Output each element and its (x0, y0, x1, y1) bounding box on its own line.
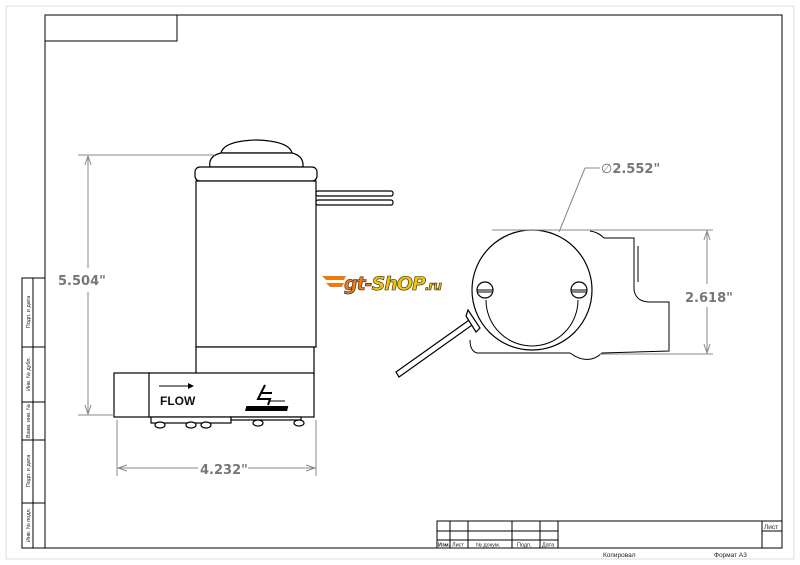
height-dimension: 5.504" (58, 154, 215, 416)
pump-dome (220, 139, 293, 154)
foot (185, 421, 197, 429)
strip-label: Инв. № подл. (26, 507, 32, 542)
side-height-dimension-label: 2.618" (685, 291, 733, 306)
svg-text:gt-ShOP.ru: gt-ShOP.ru (344, 273, 442, 295)
watermark-logo: gt-ShOP.ru (322, 273, 444, 295)
flow-label: FLOW (160, 394, 196, 408)
brand-logo (245, 384, 289, 411)
pump-dome-base (209, 152, 304, 168)
pump-housing-outline (469, 230, 670, 360)
wire-grommet (465, 308, 481, 333)
diameter-symbol: ∅ (601, 162, 612, 177)
diameter-dimension-label: 2.552" (612, 162, 660, 177)
diameter-dimension: ∅2.552" (558, 162, 660, 233)
copied-label: Копировал (603, 552, 636, 559)
pump-side-view: FLOW (113, 139, 394, 429)
height-dimension-label: 5.504" (58, 274, 106, 289)
foot (293, 419, 305, 427)
header-date: Дата (542, 543, 555, 549)
pump-cap-band (194, 166, 318, 182)
base-plate (230, 416, 302, 421)
side-strip: Подп. и дата Инв. № дубл. Взам. инв. № П… (21, 277, 46, 549)
foot (252, 419, 264, 427)
wire (315, 190, 394, 197)
width-dimension: 4.232" (116, 420, 317, 478)
pump-lower-block (195, 346, 315, 375)
side-height-dimension: 2.618" (492, 229, 733, 355)
pump-motor-body (195, 180, 317, 348)
width-dimension-label: 4.232" (200, 463, 248, 478)
header-doc: № докум. (476, 543, 501, 549)
diameter-dimension-text: ∅2.552" (601, 162, 660, 177)
inner-arc (485, 299, 579, 347)
wire-lead (395, 317, 476, 378)
header-izm: Изм. (438, 543, 451, 549)
foot (154, 421, 166, 429)
strip-label: Подп. и дата (26, 454, 32, 487)
flow-arrow-head (188, 383, 194, 389)
sheet-edge (5, 5, 795, 560)
pump-inlet-cap (113, 372, 151, 418)
strip-label: Взам. инв. № (26, 404, 32, 438)
wire (315, 199, 394, 206)
header-list: Лист (452, 543, 464, 549)
sheet-label: Лист (764, 524, 778, 531)
format-label: Формат А3 (714, 552, 747, 559)
strip-label: Инв. № дубл. (26, 357, 32, 392)
title-block: Изм. Лист № докум. Подп. Дата Лист Копир… (436, 520, 783, 559)
foot (200, 421, 212, 429)
header-sign: Подп. (517, 543, 532, 549)
strip-label: Подп. и дата (26, 295, 32, 328)
pump-top-view (395, 229, 670, 378)
top-left-box (44, 14, 178, 42)
